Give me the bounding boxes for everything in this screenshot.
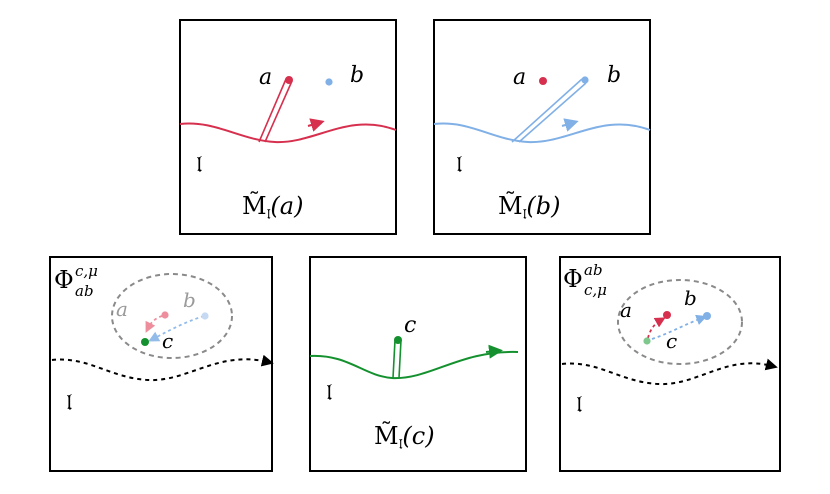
point-c-dot: [394, 336, 402, 344]
string-label: 𝔩: [576, 390, 583, 418]
caption-operator: M̃: [242, 192, 267, 220]
panel-top-right: a b 𝔩 M̃𝔩(b): [433, 19, 651, 235]
string-label: 𝔩: [66, 388, 73, 416]
point-a-label: a: [513, 65, 526, 90]
string-curve: [433, 122, 651, 144]
panel-frame: [559, 256, 781, 472]
panel-frame: [433, 19, 651, 235]
point-a-label: a: [620, 298, 632, 322]
panel-bottom-right: Φ ab c,μ a b c 𝔩: [559, 256, 781, 472]
panel-top-left: a b 𝔩 M̃𝔩(a): [179, 19, 397, 235]
tail-line-inner: [264, 80, 293, 143]
tail-line-outer: [258, 78, 287, 143]
point-b-dot: [581, 76, 589, 84]
panel-frame: [179, 19, 397, 235]
string-direction-arrow: [561, 118, 579, 132]
point-c-dot: [141, 338, 149, 346]
point-a-label: a: [259, 65, 272, 90]
phi-superscript: c,μ: [75, 262, 98, 280]
string-curve: [309, 350, 519, 380]
tail-line-outer: [392, 339, 396, 379]
string-label: 𝔩: [456, 150, 463, 178]
point-c-dot: [643, 337, 651, 345]
tail-line-inner: [518, 82, 587, 143]
c-to-b-arrow: [651, 314, 708, 340]
phi-symbol-label: Φ: [54, 266, 74, 294]
caption-operator: M̃: [498, 192, 523, 220]
string-direction-arrow: [485, 344, 503, 359]
c-to-a-arrow: [647, 317, 666, 339]
point-b-label: b: [183, 288, 196, 312]
point-c-label: c: [404, 313, 416, 338]
caption-argument: (a): [270, 192, 303, 220]
phi-symbol: Φ: [54, 266, 74, 294]
point-a-label: a: [116, 297, 128, 321]
panel-frame: [309, 256, 527, 472]
point-b-label: b: [350, 63, 364, 88]
caption-subscript: 𝔩: [399, 435, 403, 453]
caption-subscript: 𝔩: [523, 205, 527, 223]
point-c-label: c: [162, 329, 173, 353]
caption: M̃𝔩(c): [374, 422, 435, 453]
phi-symbol-label: Φ: [563, 265, 583, 293]
caption: M̃𝔩(b): [498, 192, 561, 223]
point-b-label: b: [607, 63, 621, 88]
tail-line-inner: [398, 339, 402, 379]
string-curve-dashed: [561, 358, 778, 386]
point-b-dot: [325, 78, 333, 86]
caption: M̃𝔩(a): [242, 192, 303, 223]
string-direction-arrow: [307, 118, 325, 132]
string-curve-dashed: [51, 354, 274, 382]
point-a-dot: [161, 311, 169, 319]
string-curve: [179, 122, 397, 144]
point-b-label: b: [684, 286, 697, 310]
point-b-dot: [703, 312, 711, 320]
caption-argument: (c): [402, 422, 434, 450]
caption-argument: (b): [526, 192, 560, 220]
panel-bottom-left: Φ c,μ ab a b c 𝔩: [49, 256, 274, 472]
b-to-c-arrow: [148, 315, 205, 342]
point-c-label: c: [666, 329, 677, 353]
string-label: 𝔩: [326, 378, 333, 406]
a-to-c-arrow: [145, 315, 163, 333]
phi-symbol: Φ: [563, 265, 583, 293]
fusion-region-ellipse: [617, 279, 743, 365]
caption-subscript: 𝔩: [267, 205, 271, 223]
panel-bottom-middle: c 𝔩 M̃𝔩(c): [309, 256, 527, 472]
phi-subscript: c,μ: [584, 281, 607, 299]
fusion-region-ellipse: [111, 273, 233, 359]
string-label: 𝔩: [196, 150, 203, 178]
point-a-dot: [285, 76, 293, 84]
caption-operator: M̃: [374, 422, 399, 450]
point-a-dot: [539, 77, 547, 85]
phi-superscript: ab: [584, 261, 603, 279]
point-a-dot: [663, 311, 671, 319]
phi-subscript: ab: [75, 282, 94, 300]
tail-line-outer: [511, 78, 583, 143]
point-b-dot: [201, 312, 209, 320]
